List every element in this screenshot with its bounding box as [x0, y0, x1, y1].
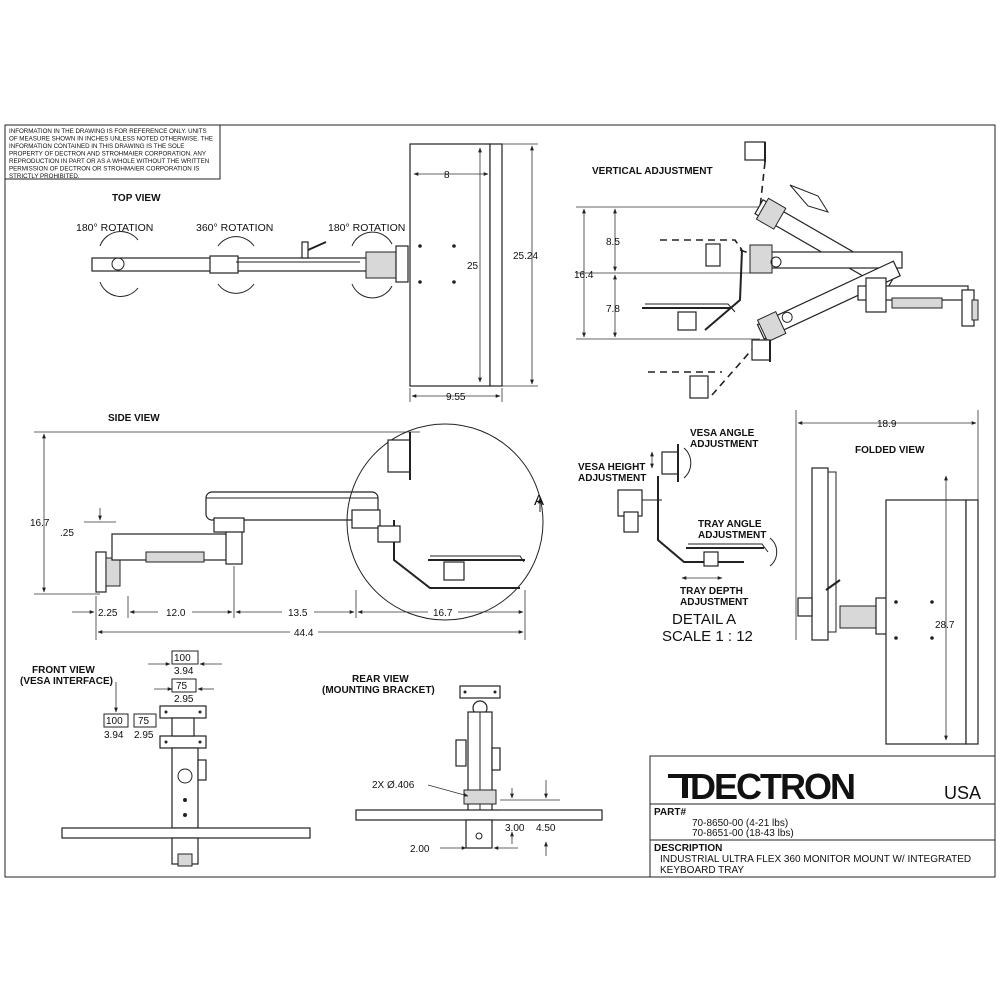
part-number-2: 70-8651-00 (18-43 lbs)	[692, 828, 794, 839]
dim-7-8: 7.8	[606, 304, 620, 315]
svg-text:PROPERTY OF DECTRON AND STROHM: PROPERTY OF DECTRON AND STROHMAIER CORPO…	[9, 151, 206, 158]
vertical-adjustment-view: VERTICAL ADJUSTMENT 16.4 8.5 7.8	[574, 141, 979, 399]
dim-75-side: 75	[138, 716, 150, 727]
dim-2-00: 2.00	[410, 844, 430, 855]
notice-line-6: PERMISSION OF DECTRON OR STROHMAIER CORP…	[9, 166, 199, 173]
description-label: DESCRIPTION	[654, 843, 722, 854]
rear-view-title-line-1: REAR VIEW	[352, 674, 409, 685]
dim-8: 8	[444, 170, 450, 181]
svg-text:STRICTLY PROHIBITED.: STRICTLY PROHIBITED.	[9, 173, 80, 180]
dim-18-9: 18.9	[877, 419, 897, 430]
dim-25-24: 25.24	[513, 251, 538, 262]
dim-16-7-height: 16.7	[30, 518, 50, 529]
tray-depth-label-line-2: ADJUSTMENT	[680, 597, 748, 608]
drawing-border	[4, 124, 996, 878]
description-line-2: KEYBOARD TRAY	[660, 865, 744, 876]
notice-line-2: OF MEASURE SHOWN IN INCHES UNLESS NOTED …	[9, 136, 213, 143]
detail-a-marker: A	[534, 492, 544, 509]
rotation-label-right: 180° ROTATION	[328, 222, 405, 234]
notice-line-4: PROPERTY OF DECTRON AND STROHMAIER CORPO…	[9, 151, 206, 158]
side-view-title: SIDE VIEW	[108, 413, 160, 424]
tray-angle-label-line-2: ADJUSTMENT	[698, 530, 766, 541]
side-view: SIDE VIEW 16.7 .25 A	[30, 413, 544, 640]
dim-4-50: 4.50	[536, 823, 556, 834]
rear-view: REAR VIEW (MOUNTING BRACKET) 2X Ø.406 3.…	[322, 674, 603, 856]
rotation-label-middle: 360° ROTATION	[196, 222, 273, 234]
detail-a-view: VESA ANGLE ADJUSTMENT VESA HEIGHT ADJUST…	[578, 428, 778, 645]
logo-suffix: USA	[944, 783, 981, 803]
detail-a-scale: SCALE 1 : 12	[662, 628, 753, 645]
dim-2-95-top: 2.95	[174, 694, 194, 705]
folded-view-title: FOLDED VIEW	[855, 445, 925, 456]
tray-angle-label-line-1: TRAY ANGLE	[698, 519, 762, 530]
svg-text:INFORMATION CONTAINED IN THIS: INFORMATION CONTAINED IN THIS DRAWING IS…	[9, 143, 184, 150]
hole-callout: 2X Ø.406	[372, 780, 415, 791]
dectron-logo: DECTRON USA	[668, 766, 981, 807]
notice-line-7: STRICTLY PROHIBITED.	[9, 173, 80, 180]
description-line-1: INDUSTRIAL ULTRA FLEX 360 MONITOR MOUNT …	[660, 854, 971, 865]
dim-3-00: 3.00	[505, 823, 525, 834]
notice-line-5: REPRODUCTION IN PART OR AS A WHOLE WITHO…	[9, 158, 209, 165]
dim-100-side: 100	[106, 716, 123, 727]
monitor-panel-folded	[885, 499, 967, 745]
dim-13-5: 13.5	[288, 608, 308, 619]
dim-9-55: 9.55	[446, 392, 466, 403]
folded-view: FOLDED VIEW 18.9 28.7	[795, 410, 979, 745]
dim-2-25: 2.25	[98, 608, 118, 619]
svg-text:OF MEASURE SHOWN IN INCHES UNL: OF MEASURE SHOWN IN INCHES UNLESS NOTED …	[9, 136, 213, 143]
dim-16-7-width: 16.7	[433, 608, 453, 619]
detail-a-title: DETAIL A	[672, 611, 736, 628]
dim-8-5: 8.5	[606, 237, 620, 248]
part-label: PART#	[654, 807, 686, 818]
vertical-adjustment-title: VERTICAL ADJUSTMENT	[592, 166, 713, 177]
svg-text:PERMISSION OF DECTRON OR STROH: PERMISSION OF DECTRON OR STROHMAIER CORP…	[9, 166, 199, 173]
front-view-title-line-1: FRONT VIEW	[32, 665, 95, 676]
vesa-height-label-line-2: ADJUSTMENT	[578, 473, 646, 484]
rear-view-title-line-2: (MOUNTING BRACKET)	[322, 685, 435, 696]
vesa-angle-label-line-1: VESA ANGLE	[690, 428, 755, 439]
svg-text:REPRODUCTION IN PART OR AS A W: REPRODUCTION IN PART OR AS A WHOLE WITHO…	[9, 158, 209, 165]
front-view: FRONT VIEW (VESA INTERFACE) 100 3.94 75 …	[20, 650, 311, 867]
dim-2-95-side: 2.95	[134, 730, 154, 741]
dim-100-top: 100	[174, 653, 191, 664]
dim-3-94-side: 3.94	[104, 730, 124, 741]
tray-depth-label-line-1: TRAY DEPTH	[680, 586, 743, 597]
dim-12-0: 12.0	[166, 608, 186, 619]
dim-3-94-top: 3.94	[174, 666, 194, 677]
title-block: DECTRON USA PART# 70-8650-00 (4-21 lbs) …	[649, 755, 996, 878]
top-view-title: TOP VIEW	[112, 193, 161, 204]
top-view: TOP VIEW 180° ROTATION 360° ROTATION 180…	[76, 143, 538, 403]
notice-line-1: INFORMATION IN THE DRAWING IS FOR REFERE…	[9, 128, 207, 135]
notice-box: INFORMATION IN THE DRAWING IS FOR REFERE…	[4, 124, 221, 180]
dim-25: 25	[467, 261, 479, 272]
notice-line-3: INFORMATION CONTAINED IN THIS DRAWING IS…	[9, 143, 184, 150]
logo-wordmark: DECTRON	[690, 766, 854, 807]
svg-text:INFORMATION IN THE DRAWING IS: INFORMATION IN THE DRAWING IS FOR REFERE…	[9, 128, 207, 135]
dim-28-7: 28.7	[935, 620, 955, 631]
rotation-label-left: 180° ROTATION	[76, 222, 153, 234]
dim-0-25: .25	[60, 528, 74, 539]
vesa-height-label-line-1: VESA HEIGHT	[578, 462, 645, 473]
vesa-angle-label-line-2: ADJUSTMENT	[690, 439, 758, 450]
part-number-1: 70-8650-00 (4-21 lbs)	[692, 818, 788, 829]
dim-16-4: 16.4	[574, 270, 594, 281]
dim-44-4: 44.4	[294, 628, 314, 639]
front-view-title-line-2: (VESA INTERFACE)	[20, 676, 113, 687]
dim-75-top: 75	[176, 681, 188, 692]
